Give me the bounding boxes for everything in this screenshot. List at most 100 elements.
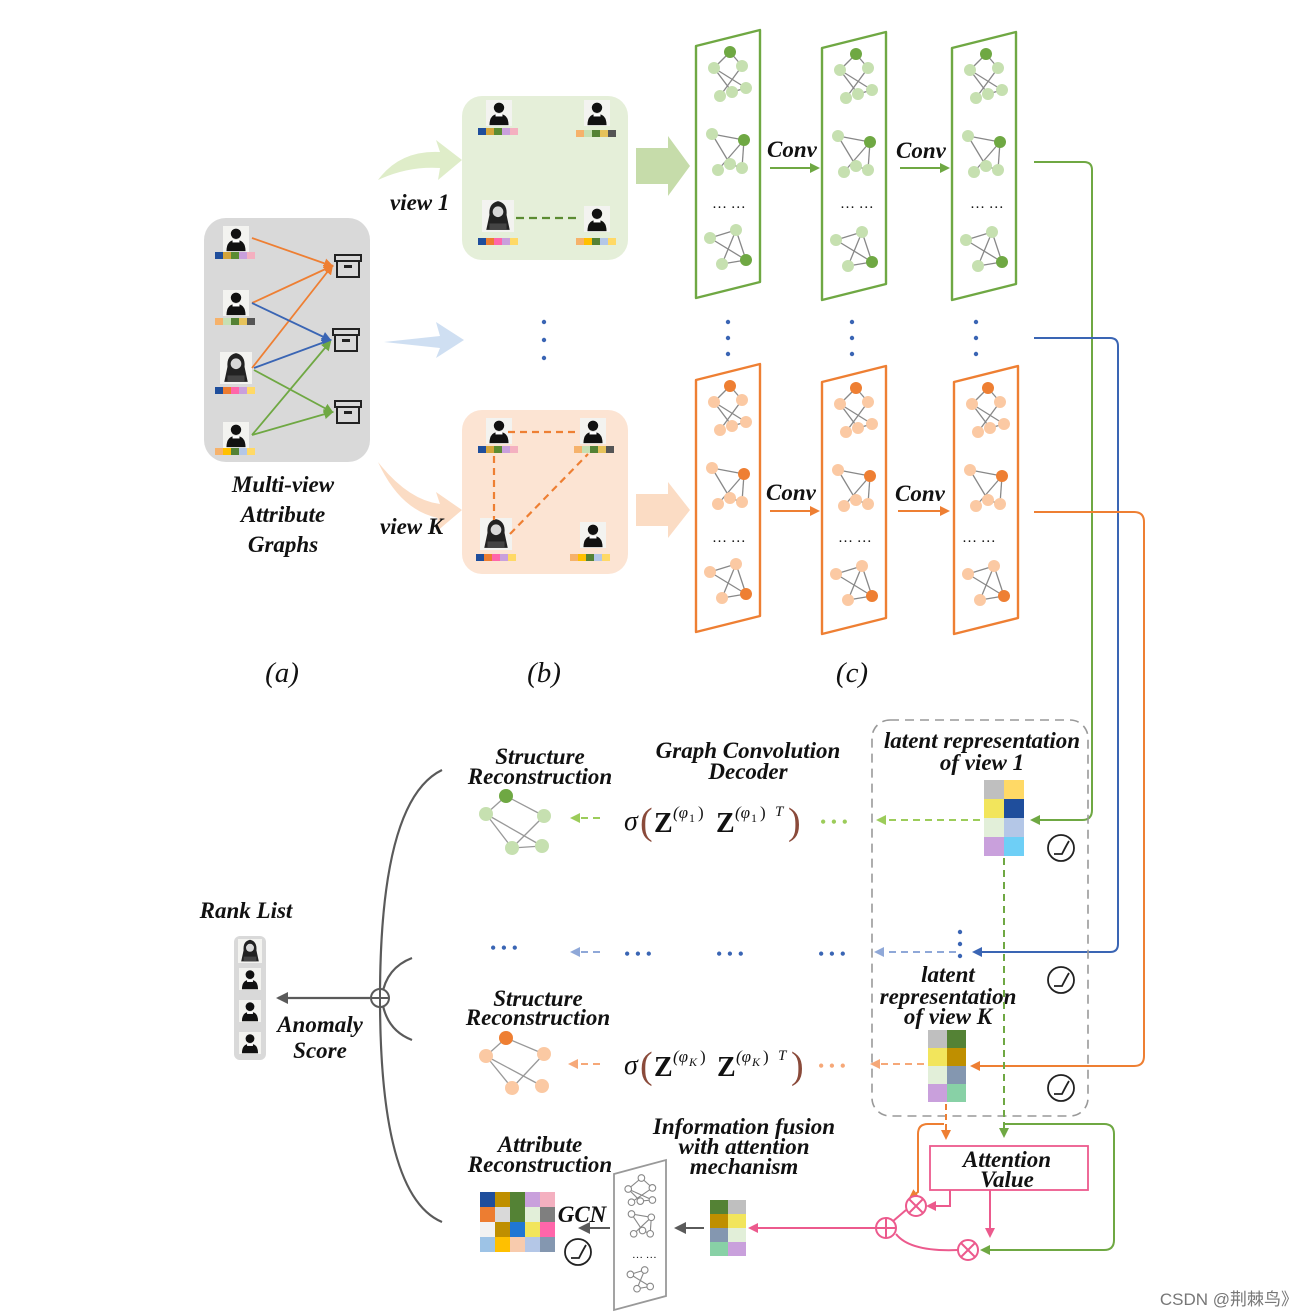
reconstructed-attribute-matrix	[480, 1192, 555, 1252]
user-icon	[223, 290, 249, 316]
view-k-label: view K	[380, 514, 445, 539]
user-icon	[486, 100, 512, 126]
anomaly-user-icon	[482, 200, 514, 232]
z-symbol: Z	[716, 808, 735, 839]
z-symbol: Z	[654, 1052, 673, 1083]
activation-icon	[564, 1238, 592, 1266]
anomaly-score-line2: Score	[293, 1038, 347, 1063]
encoder-output-lines	[970, 161, 1145, 1071]
gnn-encoder-view-1: … … … … … … Conv Conv	[696, 30, 1016, 300]
transpose-T: T	[778, 1048, 788, 1064]
multiview-title-line3: Graphs	[248, 532, 318, 557]
ellipsis: … …	[840, 196, 874, 212]
score-combination-lines	[276, 769, 443, 1224]
ellipsis: • • •	[820, 812, 848, 832]
gcn-encoder-column: … …	[613, 1158, 667, 1312]
multiply-op-icon	[957, 1239, 979, 1261]
structure-reconstruction-title-line1: Structure	[495, 744, 584, 769]
ellipsis: … …	[838, 530, 872, 546]
subscript-k: K	[688, 1055, 698, 1069]
user-icon	[239, 1000, 261, 1022]
structure-reconstruction-title-line2: Reconstruction	[465, 1005, 610, 1030]
reconstructed-graph-view-k	[479, 1031, 551, 1095]
ellipsis: … …	[962, 530, 996, 546]
reconstructed-graph-view-1	[479, 789, 551, 855]
attention-value-box	[929, 1145, 1089, 1191]
superscript-open: (φ	[673, 803, 688, 822]
attention-inputs	[908, 858, 1115, 1255]
ellipsis: • • •	[624, 944, 652, 964]
multiview-graph-panel: Multi-view Attribute Graphs	[204, 218, 370, 557]
anomaly-user-icon	[238, 939, 262, 963]
attention-value-line1: Attention	[961, 1147, 1051, 1172]
decoder-title-line2: Decoder	[707, 759, 788, 784]
attention-flow	[748, 1190, 995, 1252]
ellipsis: • • •	[716, 944, 744, 964]
attention-value-line2: Value	[980, 1167, 1034, 1192]
vertical-dots	[725, 319, 979, 357]
view-1-label: view 1	[390, 190, 449, 215]
view-arrows: view 1 view K	[378, 140, 547, 539]
paren-open: (	[640, 1045, 653, 1087]
vertical-dots	[541, 319, 547, 361]
conv-label: Conv	[767, 137, 818, 162]
activation-icon	[1047, 1074, 1075, 1102]
fused-representation-matrix	[710, 1200, 746, 1256]
sigma: σ	[624, 1050, 639, 1081]
latent-view-k-title-line1: latent	[921, 962, 975, 987]
panel-label-a: (a)	[265, 657, 299, 689]
superscript-open: (φ	[735, 803, 750, 822]
multiview-title-line2: Attribute	[239, 502, 325, 527]
superscript-close: )	[700, 1047, 706, 1066]
vertical-dots	[957, 929, 963, 959]
sum-op-icon	[875, 1217, 897, 1239]
rank-list	[234, 936, 266, 1060]
score-sum-icon	[370, 988, 390, 1008]
ellipsis: • • •	[490, 938, 518, 958]
conv-label: Conv	[895, 481, 946, 506]
activation-icon	[1047, 834, 1075, 862]
anomaly-user-icon	[220, 352, 252, 384]
user-icon	[584, 100, 610, 126]
z-symbol: Z	[654, 808, 673, 839]
paren-open: (	[640, 801, 653, 843]
multiply-op-icon	[905, 1195, 927, 1217]
panel-label-b: (b)	[527, 657, 561, 689]
user-icon	[580, 522, 606, 548]
latent-representation-box	[871, 719, 1089, 1117]
attribute-reconstruction-title-line2: Reconstruction	[467, 1152, 612, 1177]
user-icon	[584, 206, 610, 232]
subscript-1: 1	[689, 811, 695, 825]
transpose-T: T	[775, 804, 785, 820]
ellipsis: • • •	[818, 1056, 846, 1076]
view-1-graph-panel	[462, 96, 628, 260]
latent-view-k-title-line3: of view K	[904, 1004, 994, 1029]
anomaly-score-line1: Anomaly	[275, 1012, 363, 1037]
conv-label: Conv	[766, 480, 817, 505]
sigma: σ	[624, 806, 639, 837]
structure-reconstruction-title-line2: Reconstruction	[467, 764, 612, 789]
gnn-encoder-view-k: … … … … … … Conv Conv	[696, 364, 1018, 634]
user-icon	[239, 968, 261, 990]
decoder-title-line1: Graph Convolution	[656, 738, 841, 763]
view-k-graph-panel	[462, 410, 628, 574]
ellipsis: • • •	[818, 944, 846, 964]
arrow-to-gnn-view-1	[636, 136, 690, 196]
paren-close: )	[788, 801, 801, 843]
rank-list-title: Rank List	[199, 898, 293, 923]
attribute-reconstruction-title-line1: Attribute	[496, 1132, 582, 1157]
latent-view-1-title-line2: of view 1	[940, 750, 1024, 775]
user-icon	[223, 422, 249, 448]
latent-view-1-title-line1: latent representation	[884, 728, 1080, 753]
gcn-label: GCN	[558, 1202, 608, 1227]
fusion-title-line2: with attention	[678, 1134, 809, 1159]
superscript-open: (φ	[673, 1047, 688, 1066]
ellipsis: … …	[712, 196, 746, 212]
user-icon	[580, 418, 606, 444]
anomaly-user-icon	[480, 518, 512, 550]
conv-label: Conv	[896, 138, 947, 163]
ellipsis: … …	[712, 530, 746, 546]
superscript-close: )	[763, 1047, 769, 1066]
user-icon	[223, 226, 249, 252]
